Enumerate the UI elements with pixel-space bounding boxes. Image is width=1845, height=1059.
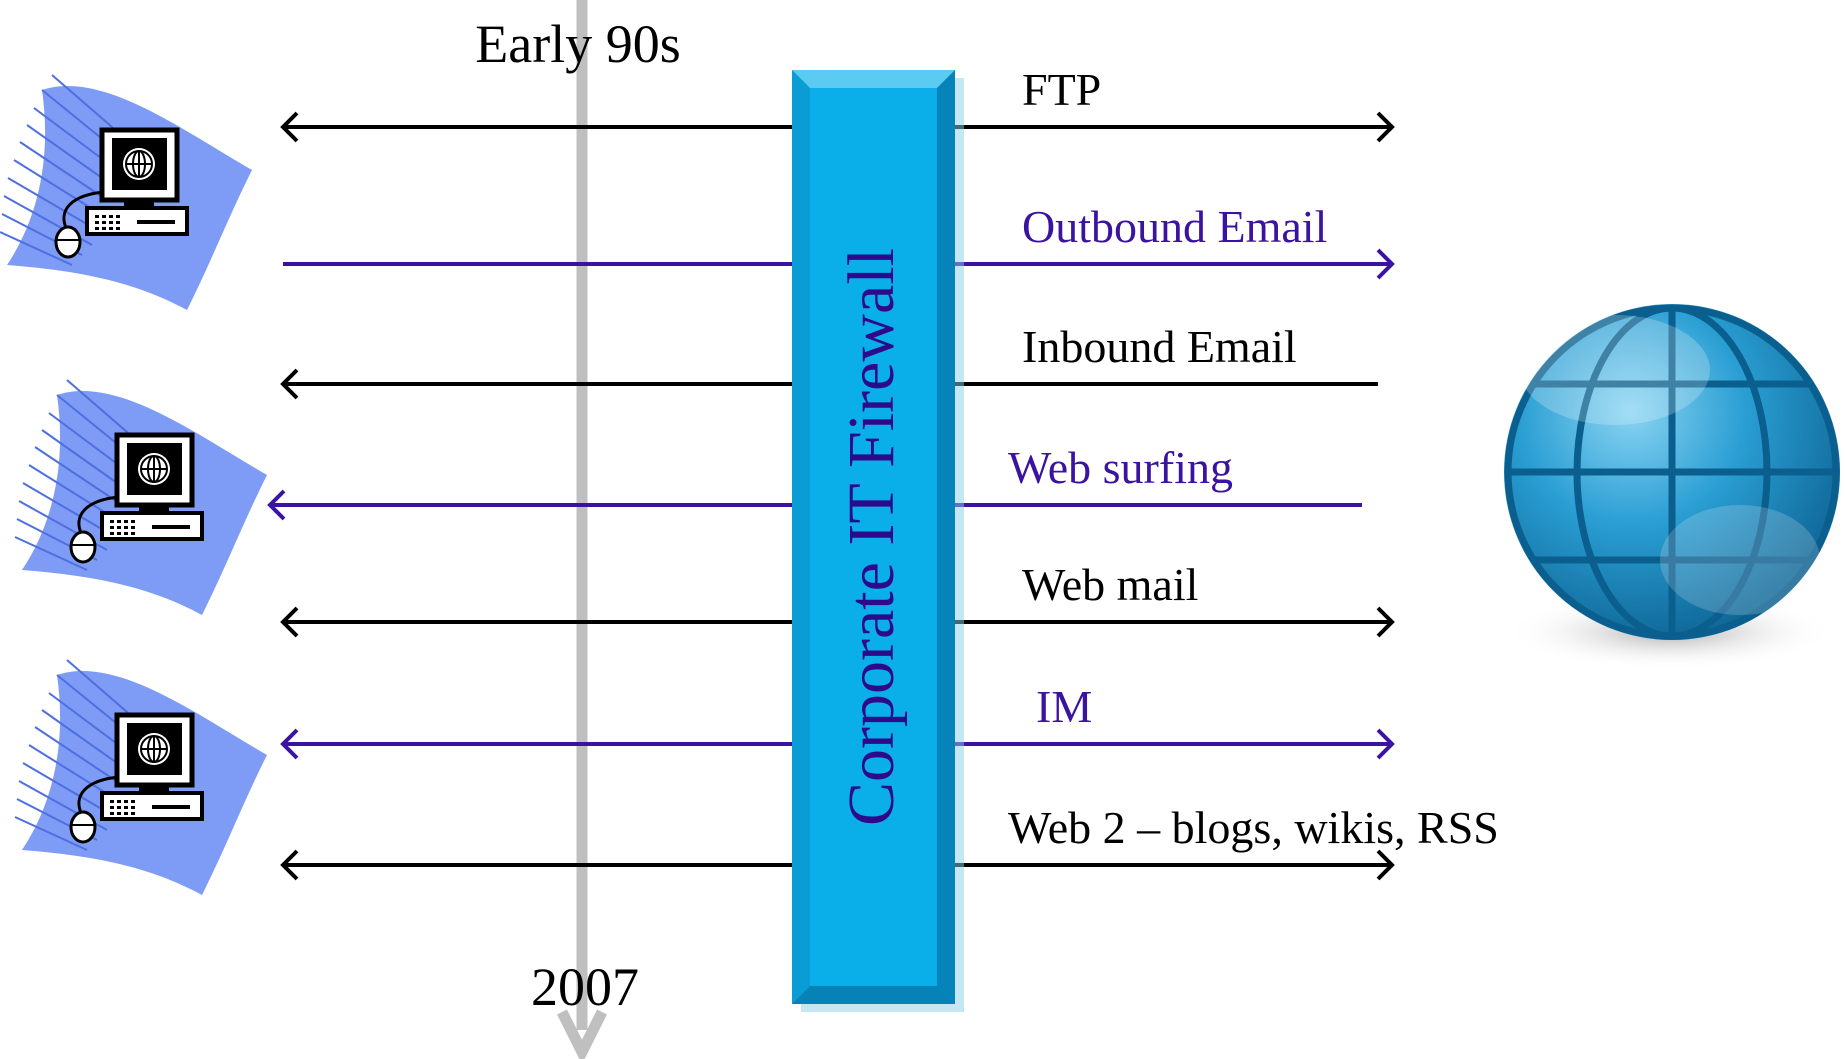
flow-label: Outbound Email bbox=[1022, 201, 1327, 252]
flow-label: IM bbox=[1036, 681, 1092, 732]
arrowhead-in bbox=[280, 368, 299, 400]
flow-6: Web 2 – blogs, wikis, RSS bbox=[280, 802, 1499, 881]
flow-label: Inbound Email bbox=[1022, 321, 1297, 372]
firewall: Corporate IT Firewall bbox=[792, 70, 964, 1012]
computer-icon bbox=[15, 380, 267, 615]
flow-3: Web surfing bbox=[267, 442, 1362, 521]
computer-icon bbox=[15, 660, 267, 895]
flow-4: Web mail bbox=[280, 559, 1395, 638]
arrowhead-in bbox=[267, 489, 286, 521]
timeline-arrow bbox=[557, 0, 607, 1059]
arrowhead-in bbox=[280, 606, 299, 638]
arrowhead-out bbox=[1376, 606, 1395, 638]
flow-label: FTP bbox=[1022, 64, 1101, 115]
computer-icon bbox=[0, 75, 252, 310]
flow-label: Web surfing bbox=[1008, 442, 1233, 493]
arrowhead-out bbox=[1376, 111, 1395, 143]
flow-label: Web 2 – blogs, wikis, RSS bbox=[1008, 802, 1499, 853]
timeline-start-label: Early 90s bbox=[475, 14, 680, 74]
flow-0: FTP bbox=[280, 64, 1395, 143]
arrowhead-out bbox=[1376, 849, 1395, 881]
timeline-end-label: 2007 bbox=[531, 957, 639, 1017]
arrowhead-in bbox=[280, 728, 299, 760]
globe-icon bbox=[1504, 304, 1840, 670]
arrowhead-out bbox=[1376, 728, 1395, 760]
flow-1: Outbound Email bbox=[283, 201, 1395, 280]
arrowhead-in bbox=[280, 849, 299, 881]
arrowhead-out bbox=[1376, 248, 1395, 280]
arrowhead-in bbox=[280, 111, 299, 143]
client-computers bbox=[0, 75, 267, 895]
flow-label: Web mail bbox=[1022, 559, 1198, 610]
flow-5: IM bbox=[280, 681, 1395, 760]
firewall-label: Corporate IT Firewall bbox=[835, 248, 908, 826]
flow-2: Inbound Email bbox=[280, 321, 1378, 400]
